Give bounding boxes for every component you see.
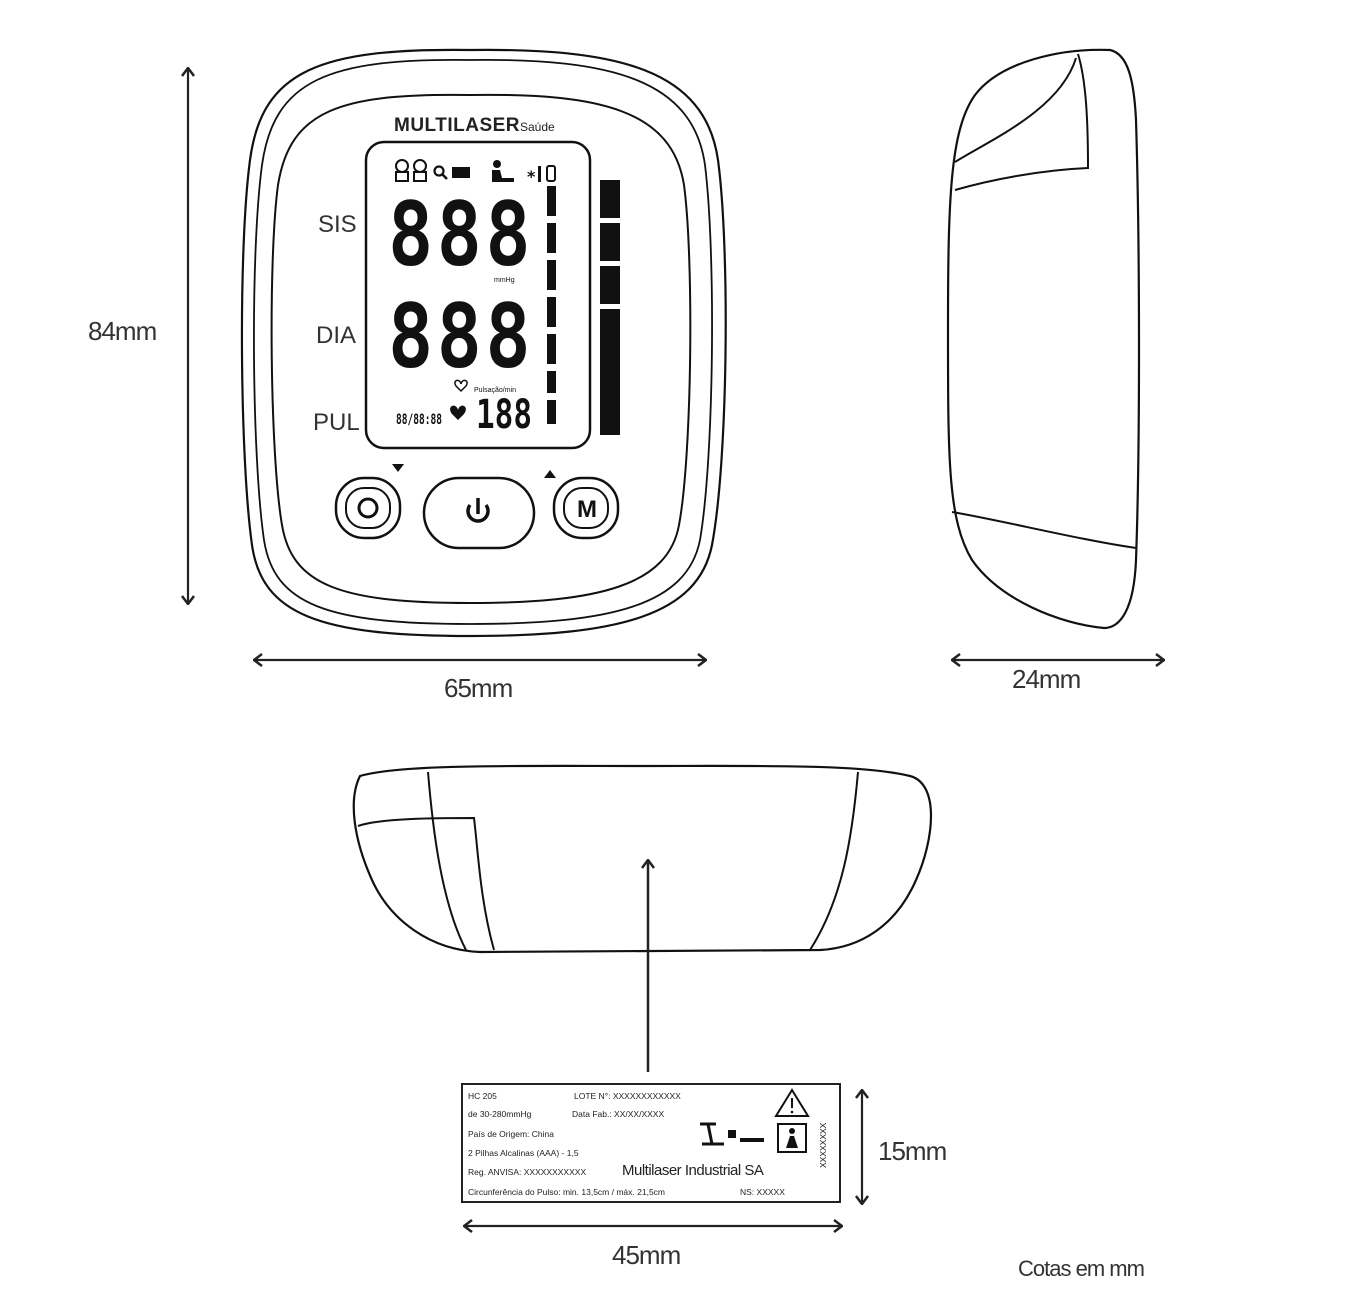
clock-digits: 88/88:88	[396, 412, 442, 428]
device-middle-shell	[253, 58, 713, 625]
height-dimension-label: 84mm	[88, 316, 156, 346]
label-company: Multilaser Industrial SA	[622, 1162, 764, 1179]
depth-dimension-label: 24mm	[1012, 664, 1080, 694]
pul-label: PUL	[313, 409, 360, 436]
lcd-level-segments	[547, 186, 556, 424]
side-view: 24mm	[946, 48, 1164, 694]
pulse-unit: Pulsação/min	[474, 387, 516, 394]
label-range: de 30-280mmHg	[468, 1109, 532, 1119]
indicator-bar-icon	[538, 166, 541, 182]
irregular-pulse-icon	[454, 379, 468, 393]
set-icon	[357, 497, 379, 519]
heart-icon	[450, 405, 466, 420]
power-button[interactable]	[422, 476, 536, 550]
label-batteries: 2 Pilhas Alcalinas (AAA) - 1,5	[468, 1148, 579, 1158]
side-outline	[946, 48, 1141, 630]
applied-part-icon	[777, 1123, 807, 1153]
bottom-left-edge	[427, 771, 467, 951]
label-origin: País de Origem: China	[468, 1129, 554, 1139]
up-arrow-icon	[544, 470, 556, 478]
label-side-code: XXXXXXXX	[818, 1122, 828, 1168]
mmhg-unit: mmHg	[494, 277, 515, 284]
user-icon	[395, 159, 427, 182]
down-arrow-icon	[392, 464, 404, 472]
diastolic-digits: 888	[388, 285, 534, 388]
bottom-left-panel	[357, 816, 495, 951]
label-height-dimension: 15mm	[878, 1136, 946, 1166]
search-icon	[433, 165, 448, 180]
lcd-screen	[364, 140, 592, 450]
product-label: HC 205 LOTE N°: XXXXXXXXXXXX de 30-280mm…	[461, 1083, 841, 1203]
side-top-edge	[954, 53, 1090, 191]
battery-icon	[452, 167, 470, 178]
brand-sub: Saúde	[520, 120, 555, 134]
bottom-right-edge	[809, 771, 859, 951]
device-face-panel	[270, 93, 692, 605]
label-serial: NS: XXXXX	[740, 1187, 785, 1197]
device-outer-shell	[240, 48, 727, 638]
bottom-view: HC 205 LOTE N°: XXXXXXXXXXXX de 30-280mm…	[352, 764, 947, 1270]
cuff-battery-icon	[546, 165, 556, 182]
ip-symbol-icon	[700, 1122, 764, 1146]
label-lot: LOTE N°: XXXXXXXXXXXX	[574, 1091, 681, 1101]
set-button[interactable]	[334, 476, 402, 540]
memory-button[interactable]: M	[552, 476, 620, 540]
memory-button-label: M	[577, 496, 597, 523]
front-view: MULTILASER Saúde *	[88, 48, 727, 703]
sis-label: SIS	[318, 211, 357, 238]
label-circumference: Circunferência do Pulso: min. 13,5cm / m…	[468, 1187, 665, 1197]
dimensions-footnote: Cotas em mm	[1018, 1256, 1144, 1281]
warning-icon	[774, 1088, 810, 1117]
power-icon	[466, 498, 490, 523]
brand-logo: MULTILASER	[394, 115, 520, 136]
label-anvisa: Reg. ANVISA: XXXXXXXXXXX	[468, 1167, 586, 1177]
side-top-edge-inner	[954, 57, 1077, 163]
dia-label: DIA	[316, 322, 356, 349]
label-model: HC 205	[468, 1091, 497, 1101]
bottom-outline	[352, 764, 933, 954]
systolic-digits: 888	[388, 183, 534, 286]
pulse-digits: 188	[476, 392, 532, 438]
label-width-dimension: 45mm	[612, 1240, 680, 1270]
label-mfg-date: Data Fab.: XX/XX/XXXX	[572, 1109, 664, 1119]
posture-icon	[492, 160, 514, 182]
lcd-top-icons: *	[395, 159, 556, 186]
bluetooth-icon: *	[527, 167, 536, 186]
width-dimension-label: 65mm	[444, 673, 512, 703]
side-bottom-edge	[951, 511, 1137, 549]
who-classification-bar	[600, 180, 620, 435]
